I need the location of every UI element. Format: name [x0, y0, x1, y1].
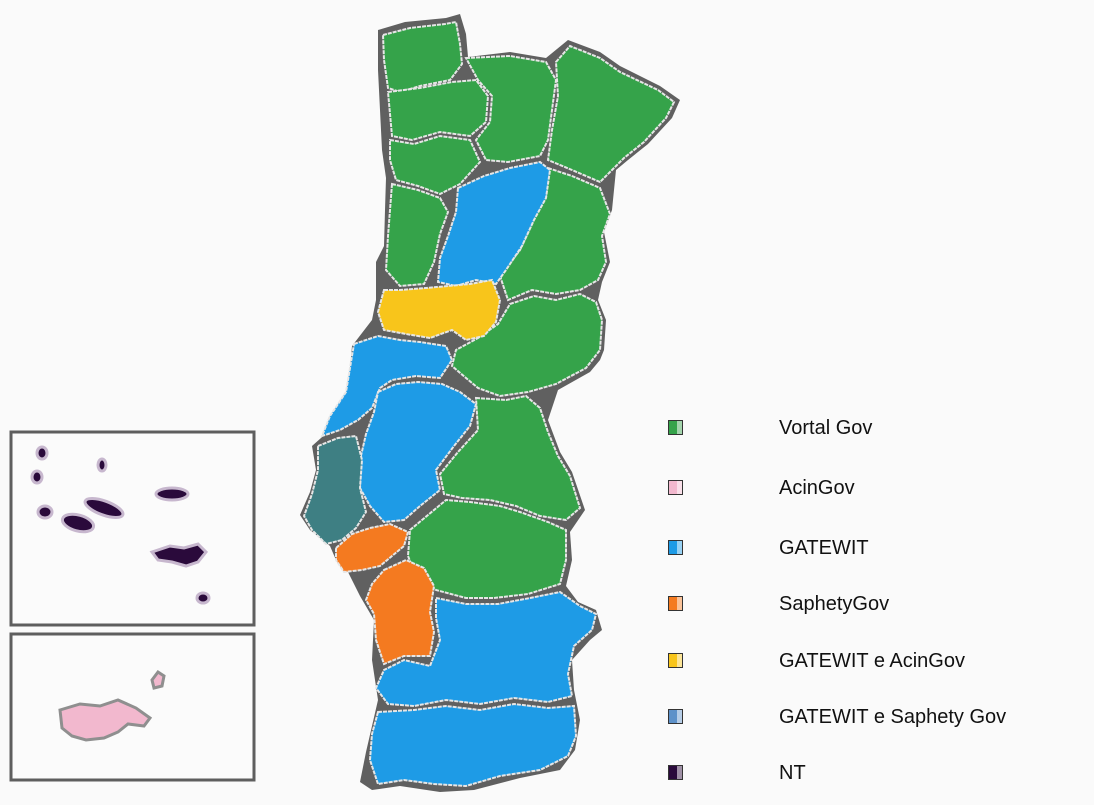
island-graciosa: [96, 457, 108, 473]
island-sao-jorge: [83, 497, 125, 519]
district-lisboa: [302, 434, 368, 546]
district-viana: [381, 20, 464, 94]
island-terceira: [154, 486, 190, 502]
island-faial: [36, 504, 54, 520]
district-coimbra-yellow: [376, 278, 502, 342]
district-aveiro: [384, 182, 450, 288]
madeira-islands: [58, 669, 166, 742]
district-coimbra-leiria: [320, 334, 454, 438]
district-braganca: [546, 44, 676, 184]
district-beja: [374, 590, 598, 708]
island-corvo: [30, 469, 44, 485]
district-portalegre: [438, 394, 582, 522]
island-porto-santo: [150, 669, 166, 690]
district-setubal-north: [335, 522, 410, 574]
district-vila-real: [464, 54, 558, 164]
district-faro: [368, 702, 578, 788]
island-pico: [60, 512, 96, 534]
district-braga: [386, 78, 490, 142]
azores-islands: [30, 445, 211, 605]
district-castelo-branco: [450, 292, 604, 398]
island-sao-miguel: [149, 542, 209, 568]
island-flores: [35, 445, 49, 461]
island-madeira: [58, 698, 153, 742]
district-viseu: [436, 160, 552, 288]
district-porto: [389, 134, 482, 196]
azores-inset: [9, 430, 256, 627]
district-setubal-south: [364, 558, 436, 666]
island-santa-maria: [195, 591, 211, 605]
